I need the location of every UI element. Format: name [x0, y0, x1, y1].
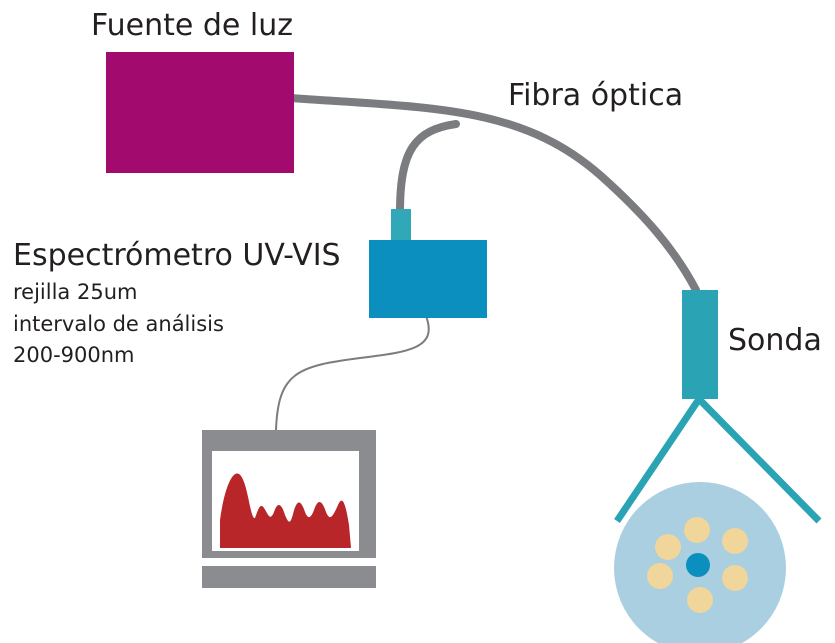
spectrometer-grating-spec: rejilla 25um	[13, 280, 138, 304]
center-well	[686, 553, 710, 577]
spectrometer-label: Espectrómetro UV-VIS	[13, 238, 341, 273]
monitor-base	[202, 566, 376, 588]
fiber-branch-to-spectrometer	[396, 120, 460, 216]
spectrometer-range-label: intervalo de análisis	[13, 312, 224, 336]
sample-well	[722, 565, 748, 591]
light-source-box	[106, 52, 294, 173]
probe-label: Sonda	[728, 323, 822, 358]
fiber-to-probe	[286, 94, 700, 294]
sample-well	[684, 517, 710, 543]
fiber-optic-label: Fibra óptica	[508, 78, 684, 113]
sample-well	[687, 587, 713, 613]
data-cable	[275, 315, 430, 431]
spectrum-plot	[220, 473, 351, 548]
sample-well	[655, 534, 681, 560]
probe-body	[682, 290, 718, 399]
spectrometer-box	[369, 240, 487, 318]
light-source-label: Fuente de luz	[91, 8, 293, 43]
probe-beam	[614, 393, 822, 524]
sample-well	[647, 563, 673, 589]
sample-well	[722, 528, 748, 554]
spectrometer-connector	[391, 209, 411, 242]
spectrometer-range-value: 200-900nm	[13, 343, 135, 367]
